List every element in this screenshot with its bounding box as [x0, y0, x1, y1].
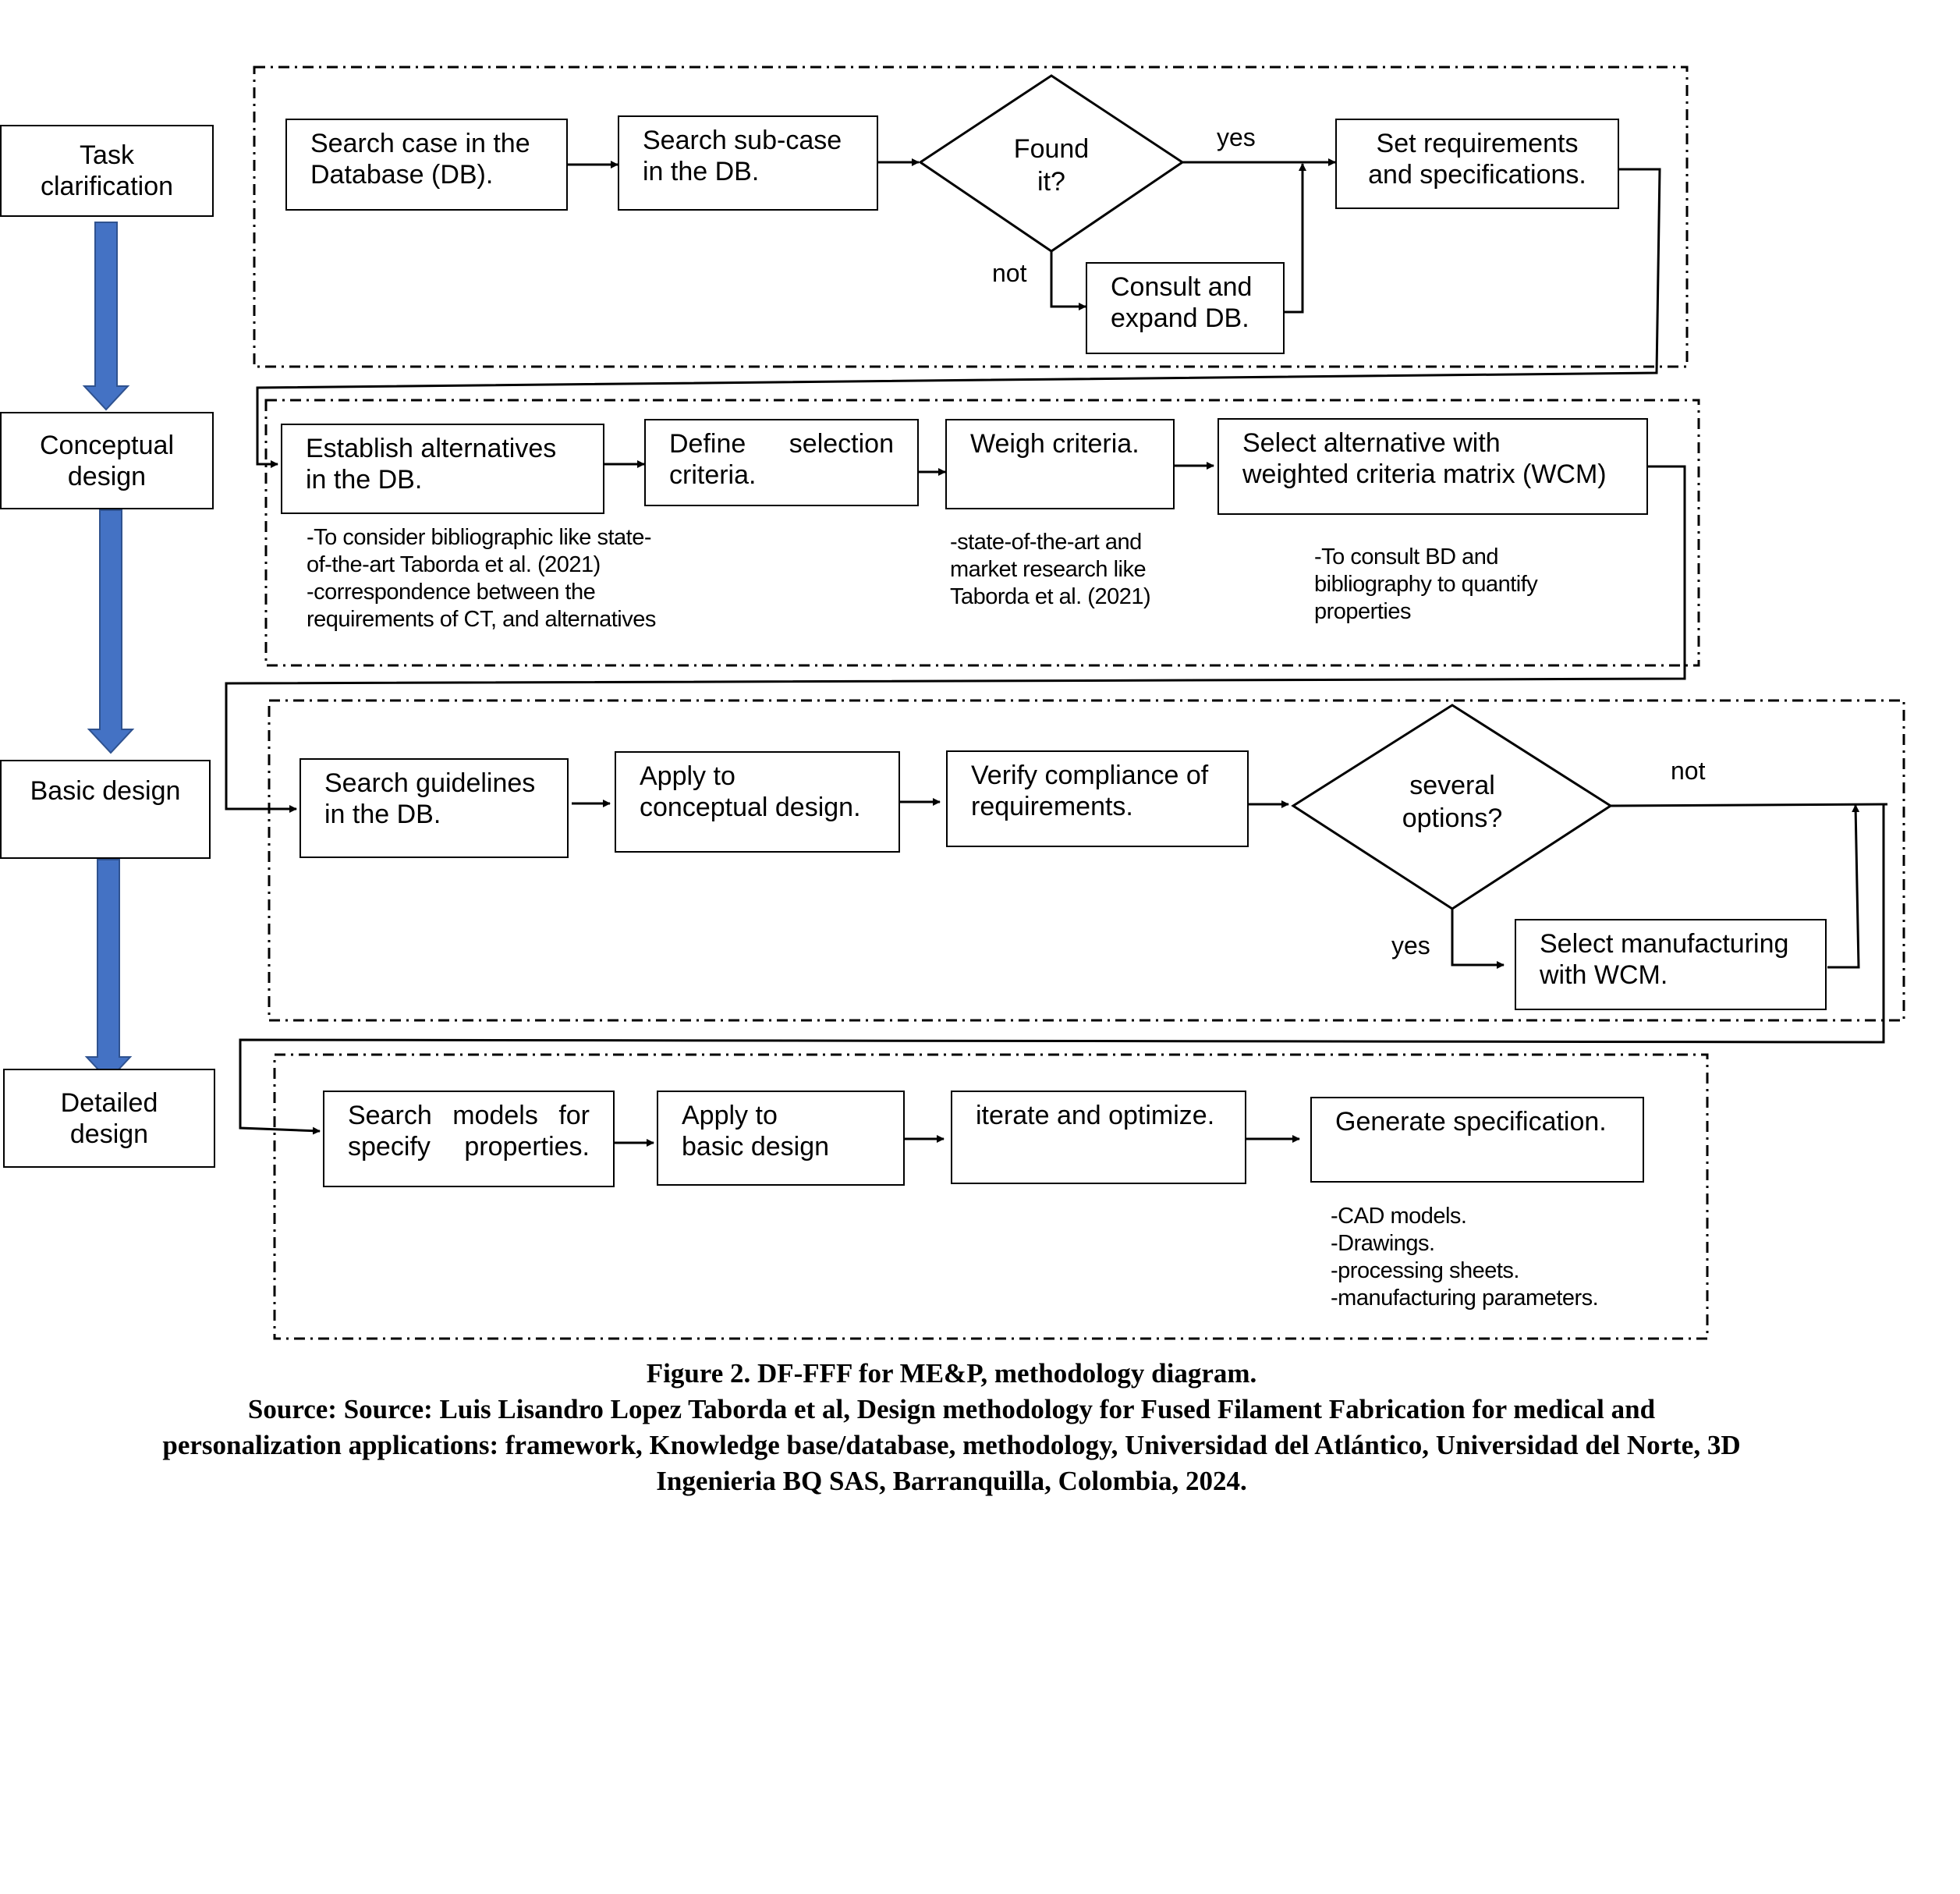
stage-arrows [82, 222, 135, 1082]
define-selection-box: Define selection criteria. [644, 419, 919, 506]
set-requirements-box: Set requirements and specifications. [1335, 119, 1619, 209]
stage-basic-design: Basic design [0, 760, 211, 859]
search-subcase-box: Search sub-case in the DB. [618, 115, 878, 211]
stage-arrow-2 [87, 509, 135, 754]
stage-conceptual-design: Conceptual design [0, 412, 214, 509]
found-it-label: Found it? [1013, 134, 1090, 197]
search-case-box: Search case in the Database (DB). [285, 119, 568, 211]
verify-compliance-box: Verify compliance of requirements. [946, 750, 1249, 847]
select-manufacturing-box: Select manufacturing with WCM. [1515, 919, 1827, 1010]
figure-caption: Figure 2. DF-FFF for ME&P, methodology d… [156, 1356, 1747, 1499]
stage-arrow-1 [82, 222, 130, 411]
figure-source: Source: Source: Luis Lisandro Lopez Tabo… [162, 1394, 1741, 1496]
generate-specification-box: Generate specification. [1310, 1097, 1644, 1183]
conceptual-design-frame [264, 399, 1700, 667]
note-outputs: -CAD models. -Drawings. -processing shee… [1331, 1204, 1599, 1311]
apply-conceptual-box: Apply to conceptual design. [615, 751, 900, 853]
stage-arrow-3 [84, 859, 133, 1082]
note-market-research: -state-of-the-art and market research li… [950, 530, 1151, 609]
yes-label-found: yes [1217, 123, 1256, 151]
stage-task-clarification: Task clarification [0, 125, 214, 217]
weigh-criteria-box: Weigh criteria. [945, 419, 1175, 509]
search-guidelines-box: Search guidelines in the DB. [299, 758, 569, 858]
not-label-found: not [992, 259, 1027, 287]
basic-design-frame [268, 699, 1905, 1022]
figure-title: Figure 2. DF-FFF for ME&P, methodology d… [646, 1358, 1257, 1389]
task-clarification-frame [253, 66, 1689, 368]
search-models-text: Search models for specify properties. [348, 1101, 590, 1162]
note-bibliographic: -To consider bibliographic like state- o… [307, 525, 656, 632]
select-alternative-box: Select alternative with weighted criteri… [1217, 418, 1648, 515]
several-options-label: several options? [1402, 771, 1503, 833]
apply-basic-box: Apply to basic design [657, 1091, 905, 1186]
not-label-options: not [1671, 757, 1706, 785]
establish-alternatives-box: Establish alternatives in the DB. [281, 424, 604, 514]
yes-label-options: yes [1391, 931, 1430, 959]
stage-detailed-design: Detailed design [3, 1069, 215, 1168]
note-consult-bd: -To consult BD and bibliography to quant… [1314, 544, 1538, 624]
define-selection-text: Define selection criteria. [669, 429, 894, 490]
iterate-optimize-box: iterate and optimize. [951, 1091, 1246, 1184]
consult-expand-box: Consult and expand DB. [1086, 262, 1285, 354]
detailed-design-frame [273, 1053, 1709, 1340]
search-models-box: Search models for specify properties. [323, 1091, 615, 1187]
